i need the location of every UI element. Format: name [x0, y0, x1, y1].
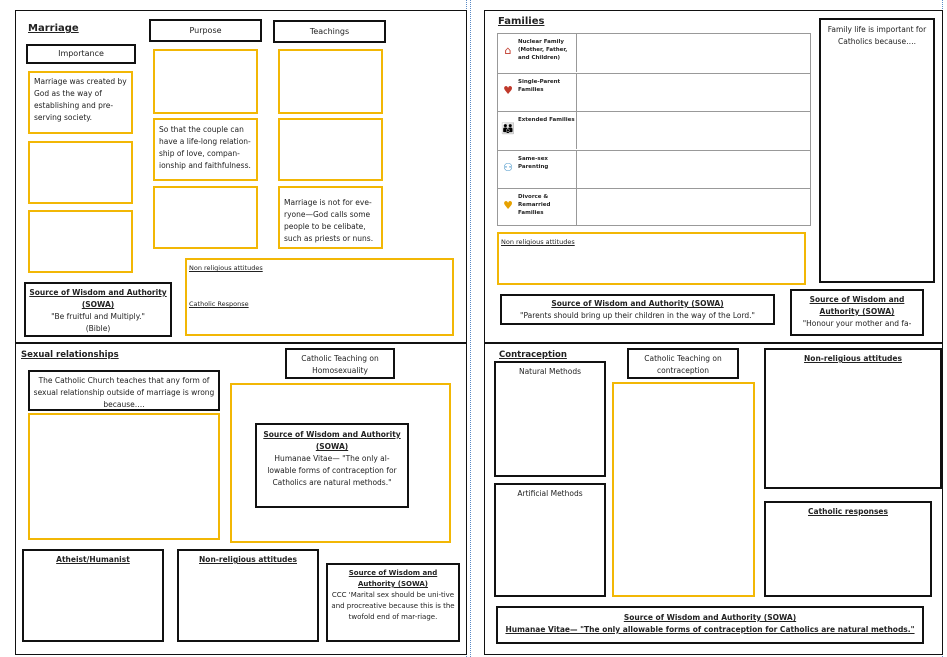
- family-icon: 👪: [501, 122, 515, 136]
- contraception-non-religious-box[interactable]: Non-religious attitudes: [764, 348, 942, 489]
- house-icon: ⌂: [504, 44, 512, 57]
- marriage-heading: Marriage: [28, 23, 79, 34]
- family-importance-box[interactable]: Family life is important for Catholics b…: [819, 18, 935, 283]
- sowa-title: Source of Wisdom and Authority (SOWA): [348, 569, 438, 588]
- sowa-title: Source of Wisdom and Authority (SOWA): [809, 295, 905, 316]
- family-type-row: 👪Extended Families: [498, 111, 810, 150]
- church-teaching-box: The Catholic Church teaches that any for…: [28, 370, 220, 411]
- importance-text: Marriage was created by God as the way o…: [34, 77, 127, 122]
- marriage-section: Marriage: [15, 10, 467, 343]
- catholic-response-label: Catholic Response: [189, 300, 249, 308]
- importance-label: Importance: [26, 44, 136, 64]
- family-type-label: Nuclear Family (Mother, Father, and Chil…: [518, 39, 568, 61]
- family-row-divider: [576, 150, 577, 188]
- sexual-sowa-box: Source of Wisdom and Authority (SOWA) Hu…: [255, 423, 409, 508]
- family-type-label: Divorce & Remarried Families: [518, 194, 551, 217]
- families-sowa2-box: Source of Wisdom and Authority (SOWA) "H…: [790, 289, 924, 336]
- purpose-label: Purpose: [149, 19, 262, 42]
- sowa-text: Humanae Vitae— "The only allowable forms…: [505, 625, 915, 634]
- purpose-text: So that the couple can have a life-long …: [159, 125, 251, 170]
- artificial-methods-box[interactable]: Artificial Methods: [494, 483, 606, 597]
- family-type-row: ♥ Single-Parent Families: [498, 72, 810, 111]
- family-answer-cell[interactable]: [577, 74, 810, 111]
- teachings-text: Marriage is not for eve-ryone—God calls …: [284, 198, 374, 243]
- sowa-quote: "Parents should bring up their children …: [520, 311, 755, 320]
- catholic-responses-label: Catholic responses: [808, 507, 888, 516]
- natural-methods-box[interactable]: Natural Methods: [494, 361, 606, 477]
- teachings-text-box[interactable]: Marriage is not for eve-ryone—God calls …: [278, 186, 383, 249]
- catholic-responses-box[interactable]: Catholic responses: [764, 501, 932, 597]
- families-section: Families: [484, 10, 943, 343]
- marriage-attitudes-box[interactable]: Non religious attitudes Catholic Respons…: [185, 258, 454, 336]
- contraception-teaching-answer-box[interactable]: [612, 382, 755, 597]
- families-sowa-box: Source of Wisdom and Authority (SOWA) "P…: [500, 294, 775, 325]
- atheist-humanist-label: Atheist/Humanist: [56, 555, 130, 564]
- family-type-label: Extended Families: [518, 117, 575, 124]
- teachings-answer-box[interactable]: [278, 49, 383, 114]
- contraception-heading: Contraception: [499, 350, 567, 360]
- sowa-title: Source of Wisdom and Authority (SOWA): [551, 299, 724, 308]
- family-type-label: Same-sex Parenting: [518, 155, 549, 170]
- teachings-answer-box[interactable]: [278, 118, 383, 181]
- family-types-table: ⌂ Nuclear Family (Mother, Father, and Chi…: [497, 33, 811, 227]
- atheist-humanist-box[interactable]: Atheist/Humanist: [22, 549, 164, 642]
- family-row-divider: [576, 73, 577, 111]
- homosexuality-teaching-label: Catholic Teaching on Homosexuality: [285, 348, 395, 379]
- non-religious-label: Non religious attitudes: [501, 238, 575, 246]
- sowa-text: Humanae Vitae— "The only al-lowable form…: [267, 454, 397, 487]
- sexual-relationships-section: Sexual relationships: [15, 343, 467, 655]
- family-answer-cell[interactable]: [577, 34, 810, 72]
- family-importance-text: Family life is important for Catholics b…: [827, 25, 927, 46]
- purpose-answer-box[interactable]: [153, 186, 258, 249]
- purpose-text-box[interactable]: So that the couple can have a life-long …: [153, 118, 258, 181]
- non-religious-label: Non religious attitudes: [189, 264, 263, 272]
- families-attitudes-box[interactable]: Non religious attitudes: [497, 232, 806, 285]
- importance-text-box[interactable]: Marriage was created by God as the way o…: [28, 71, 133, 134]
- teachings-label: Teachings: [273, 20, 386, 43]
- sowa-quote: "Honour your mother and fa-: [802, 319, 912, 328]
- sowa-title: Source of Wisdom and Authority (SOWA): [623, 613, 797, 622]
- sowa-title: Source of Wisdom and Authority (SOWA): [29, 288, 167, 309]
- importance-answer-box[interactable]: [28, 141, 133, 204]
- family-row-divider: [576, 112, 577, 150]
- sowa-source: (Bible): [85, 324, 111, 333]
- purpose-answer-box[interactable]: [153, 49, 258, 114]
- family-row-divider: [576, 34, 577, 72]
- families-heading: Families: [498, 16, 545, 27]
- ccc-text: CCC 'Marital sex should be uni-tive and …: [331, 591, 455, 621]
- non-religious-label: Non-religious attitudes: [199, 555, 297, 564]
- marriage-sowa-box: Source of Wisdom and Authority (SOWA) "B…: [24, 282, 172, 337]
- family-type-label: Single-Parent Families: [518, 78, 561, 93]
- family-answer-cell[interactable]: [577, 151, 810, 188]
- family-row-divider: [576, 189, 577, 227]
- family-type-row: ⚇ Same-sex Parenting: [498, 149, 810, 188]
- family-answer-cell[interactable]: [577, 189, 810, 226]
- importance-answer-box[interactable]: [28, 210, 133, 273]
- artificial-methods-label: Artificial Methods: [517, 489, 583, 498]
- ccc-sowa-box: Source of Wisdom and Authority (SOWA) CC…: [326, 563, 460, 642]
- non-religious-label: Non-religious attitudes: [804, 354, 902, 363]
- sowa-title: Source of Wisdom and Authority (SOWA): [263, 430, 401, 451]
- page-guide-line: [470, 0, 471, 657]
- family-answer-cell[interactable]: [577, 112, 810, 149]
- church-teaching-text: The Catholic Church teaches that any for…: [33, 376, 215, 409]
- family-type-row: ♥ Divorce & Remarried Families: [498, 188, 810, 227]
- natural-methods-label: Natural Methods: [518, 367, 582, 376]
- heart-icon: ♥: [503, 83, 513, 97]
- contraception-sowa-box: Source of Wisdom and Authority (SOWA) Hu…: [496, 606, 924, 644]
- contraception-teaching-label: Catholic Teaching on contraception: [627, 348, 739, 379]
- same-sex-parent-icon: ⚇: [503, 160, 513, 174]
- sowa-quote: "Be fruitful and Multiply.": [51, 312, 145, 321]
- sexual-relationships-heading: Sexual relationships: [21, 350, 119, 360]
- contraception-section: Contraception: [484, 343, 943, 655]
- heart-broken-icon: ♥: [503, 199, 513, 213]
- church-teaching-answer-box[interactable]: [28, 413, 220, 540]
- family-type-row: ⌂ Nuclear Family (Mother, Father, and Chi…: [498, 34, 810, 72]
- non-religious-attitudes-box[interactable]: Non-religious attitudes: [177, 549, 319, 642]
